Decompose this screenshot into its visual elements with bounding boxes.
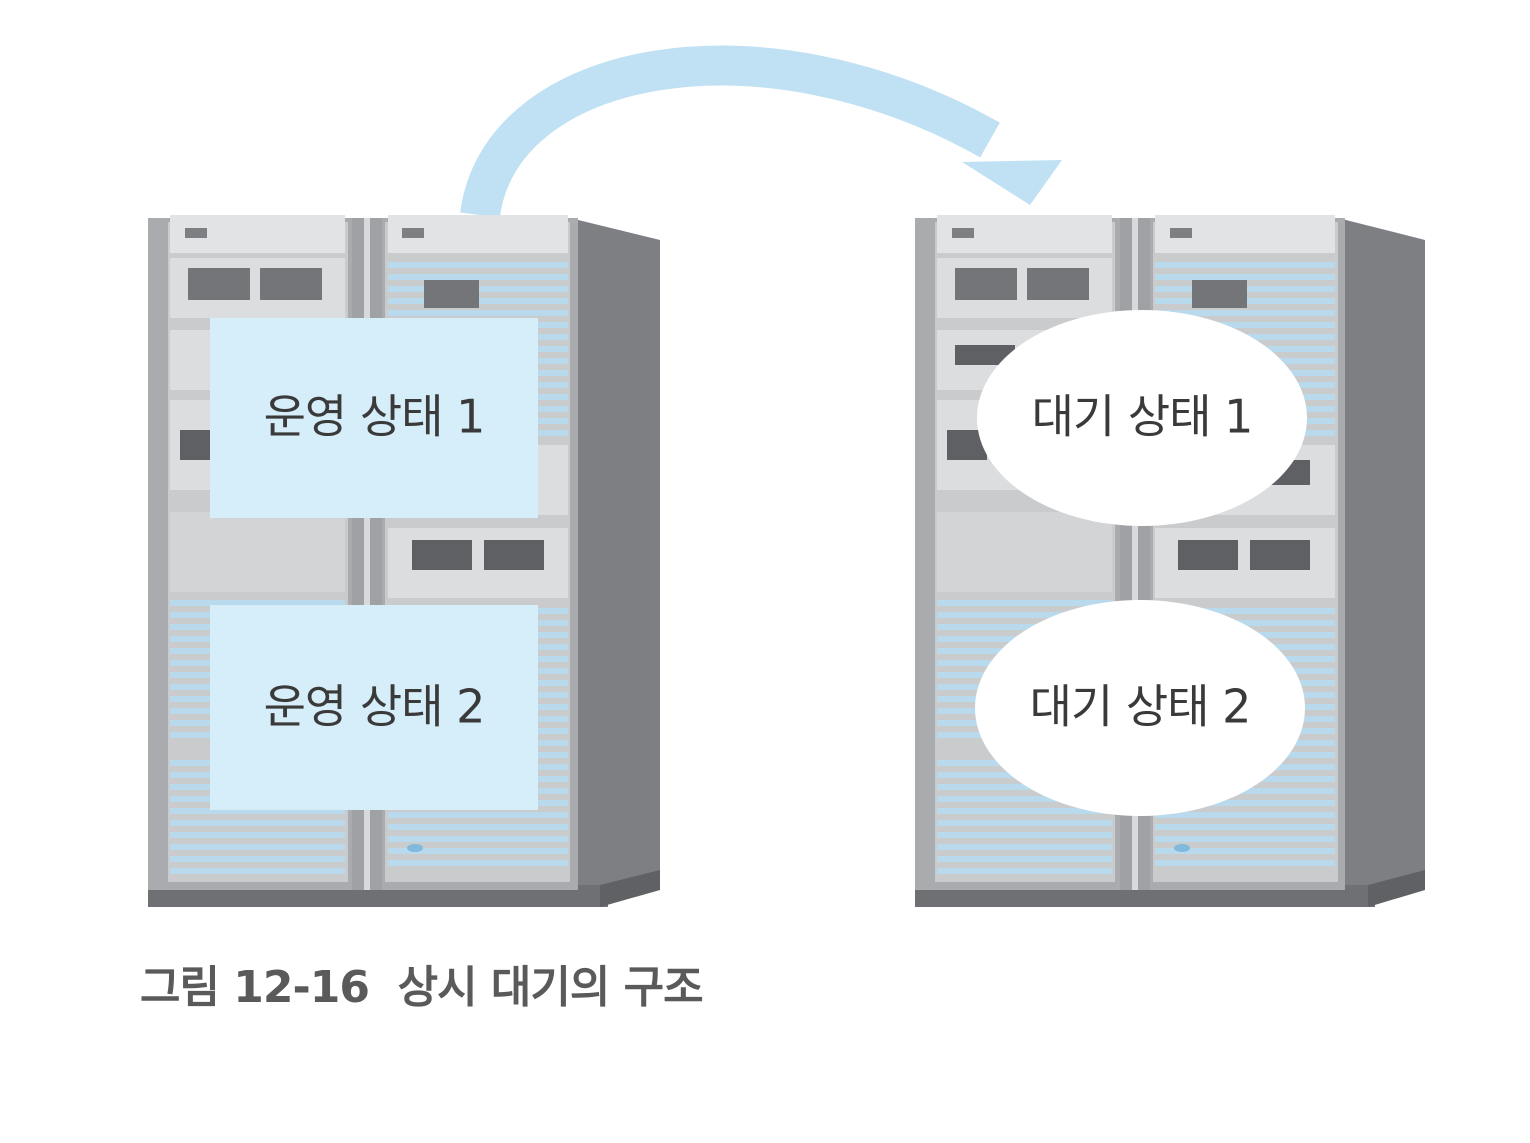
active-state-1-label: 운영 상태 1: [264, 390, 485, 444]
standby-state-2-label: 대기 상태 2: [1030, 680, 1251, 734]
active-state-2-label: 운영 상태 2: [264, 680, 485, 734]
standby-state-2: 대기 상태 2: [975, 600, 1305, 816]
active-state-1: 운영 상태 1: [210, 318, 538, 518]
standby-state-1-label: 대기 상태 1: [1032, 390, 1253, 444]
standby-state-1: 대기 상태 1: [977, 310, 1307, 526]
active-state-2: 운영 상태 2: [210, 605, 538, 810]
transfer-arrow: [460, 45, 1062, 219]
figure-caption: 그림 12-16 상시 대기의 구조: [140, 962, 703, 1013]
